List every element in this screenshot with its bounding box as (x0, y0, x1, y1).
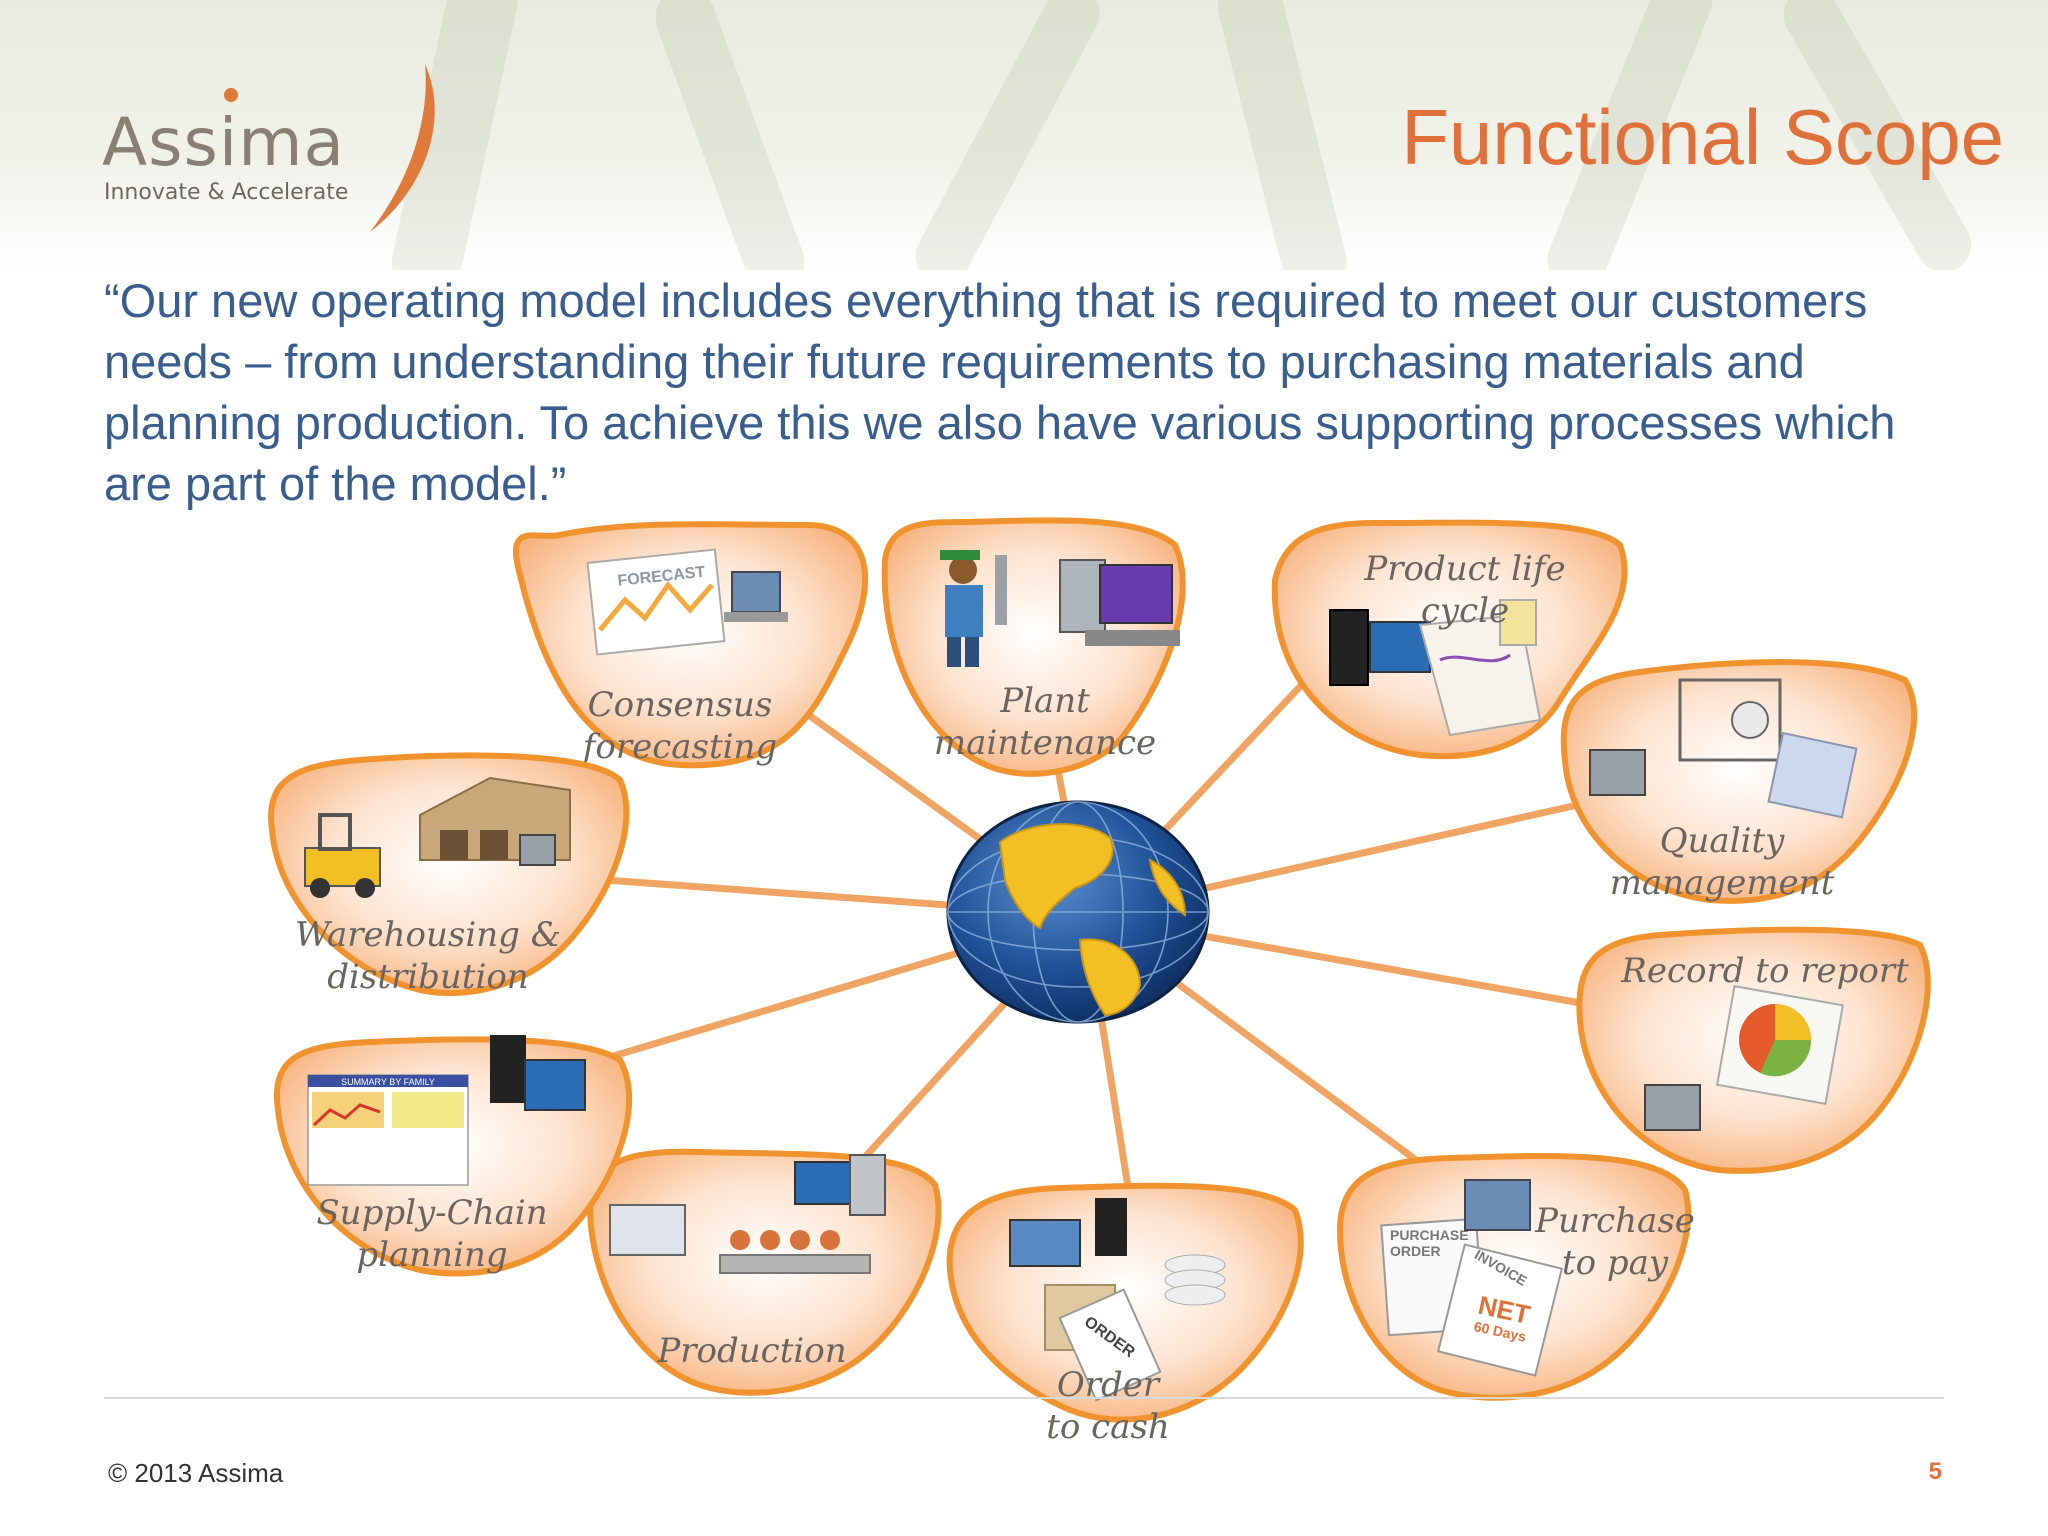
node-label: cycle (1421, 591, 1509, 631)
svg-text:SUMMARY BY FAMILY: SUMMARY BY FAMILY (341, 1077, 435, 1087)
node-label: forecasting (580, 727, 777, 767)
order-box-icon: ORDER (1009, 1198, 1226, 1402)
invoice-icon: PURCHASE ORDER INVOICE NET 60 Days (1380, 1179, 1564, 1377)
node-label: Production (656, 1331, 846, 1371)
node-purchase-to-pay: PURCHASE ORDER INVOICE NET 60 Days Purch… (1336, 1153, 1695, 1401)
node-quality-management: Quality management (1560, 659, 1918, 904)
globe-icon (946, 800, 1210, 1024)
node-product-life-cycle: Product life cycle (1271, 519, 1628, 760)
blueprint-icon (1329, 599, 1542, 737)
node-consensus-forecasting: FORECAST Consensus forecasting (512, 521, 869, 769)
node-label: Order (1057, 1365, 1161, 1405)
logo-wordmark: Assima (102, 104, 345, 181)
node-label: Consensus (588, 685, 773, 725)
node-blob (1560, 659, 1918, 904)
pie-report-icon (1644, 985, 1845, 1131)
assima-logo: Assima Innovate & Accelerate (100, 60, 440, 240)
node-label: Record to report (1620, 951, 1909, 991)
node-warehousing-distribution: Warehousing & distribution (268, 752, 630, 997)
node-supply-chain-planning: SUMMARY BY FAMILY Supply-Chain planning (273, 1035, 633, 1277)
node-label: Purchase (1534, 1201, 1695, 1241)
computer-icon (1059, 559, 1180, 646)
node-label: Warehousing & (295, 915, 561, 955)
header-banner (0, 0, 2048, 270)
page-number: 5 (1928, 1458, 1942, 1485)
node-record-to-report: Record to report (1576, 926, 1931, 1174)
forklift-warehouse-icon (304, 776, 571, 898)
node-label: Supply-Chain (316, 1193, 547, 1233)
lab-equipment-icon (1589, 678, 1858, 819)
summary-report-icon: SUMMARY BY FAMILY (307, 1035, 586, 1186)
factory-line-icon (609, 1154, 886, 1274)
logo-tagline: Innovate & Accelerate (104, 180, 349, 205)
node-production: Production (586, 1148, 942, 1396)
node-order-to-cash: ORDER Order to cash (946, 1182, 1304, 1447)
svg-text:ORDER: ORDER (1390, 1243, 1441, 1259)
node-label: maintenance (934, 723, 1156, 763)
svg-text:PURCHASE: PURCHASE (1390, 1227, 1469, 1243)
footer-divider (104, 1397, 1944, 1399)
node-label: to pay (1562, 1243, 1669, 1283)
node-label: distribution (327, 957, 528, 997)
intro-quote: “Our new operating model includes everyt… (104, 274, 1896, 510)
node-label: Quality (1660, 821, 1785, 861)
node-label: Plant (999, 681, 1090, 721)
node-label: planning (356, 1235, 507, 1275)
node-label: Product life (1363, 549, 1565, 589)
node-label: management (1610, 863, 1835, 903)
maintenance-worker-icon (940, 550, 1007, 667)
node-label: to cash (1046, 1407, 1170, 1447)
page-title: Functional Scope (1401, 93, 2004, 181)
logo-dot (224, 88, 238, 102)
copyright-notice: © 2013 Assima (108, 1458, 284, 1488)
forecast-chart-icon: FORECAST (586, 548, 788, 656)
logo-swoosh-icon (370, 64, 435, 232)
node-plant-maintenance: Plant maintenance (881, 517, 1186, 777)
